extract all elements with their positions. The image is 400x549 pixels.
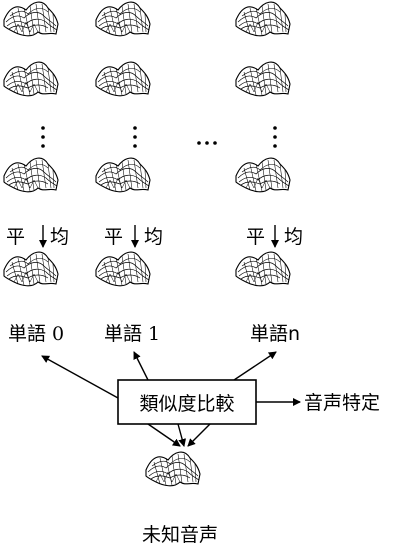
- comparison-label: 類似度比較: [139, 393, 234, 415]
- averaged-template-surface: [95, 251, 151, 287]
- column-word-0: 平 均 単語 0: [3, 1, 69, 345]
- template-surface: [95, 61, 151, 97]
- ellipsis-dots: [273, 126, 277, 148]
- column-word-n: 平 均 単語n: [235, 1, 303, 345]
- arrow-to-input-left: [147, 423, 181, 447]
- word-label: 単語 0: [8, 323, 64, 345]
- word-label: 単語n: [250, 323, 300, 345]
- template-surface: [3, 1, 59, 37]
- template-surface: [235, 1, 291, 37]
- template-surface: [3, 157, 59, 193]
- ellipsis-dots: [41, 126, 45, 148]
- arrow-to-input-right: [187, 423, 211, 447]
- average-label-right: 均: [144, 226, 163, 248]
- arrow-to-input-center: [177, 423, 187, 447]
- template-surface: [95, 157, 151, 193]
- template-surface: [235, 61, 291, 97]
- averaged-template-surface: [3, 251, 59, 287]
- unknown-speech-label: 未知音声: [142, 524, 218, 546]
- average-label-right: 均: [50, 226, 69, 248]
- arrow-to-word-1: [133, 351, 149, 381]
- column-word-1: 平 均 単語 1: [95, 1, 163, 345]
- template-surface: [95, 1, 151, 37]
- comparison-box: 類似度比較: [117, 379, 257, 425]
- averaged-template-surface: [235, 251, 291, 287]
- average-label-right: 均: [284, 226, 303, 248]
- output-label: 音声特定: [304, 392, 380, 414]
- average-label-left: 平: [104, 226, 123, 248]
- arrow-to-word-0: [41, 355, 119, 399]
- ellipsis-dots: [133, 126, 137, 148]
- average-label-left: 平: [246, 226, 265, 248]
- template-surface: [235, 157, 291, 193]
- word-label: 単語 1: [104, 323, 160, 345]
- average-label-left: 平: [6, 226, 25, 248]
- template-surface: [3, 61, 59, 97]
- column-ellipsis: [197, 141, 217, 145]
- unknown-speech-surface: [145, 451, 201, 487]
- arrow-to-word-n: [233, 351, 277, 381]
